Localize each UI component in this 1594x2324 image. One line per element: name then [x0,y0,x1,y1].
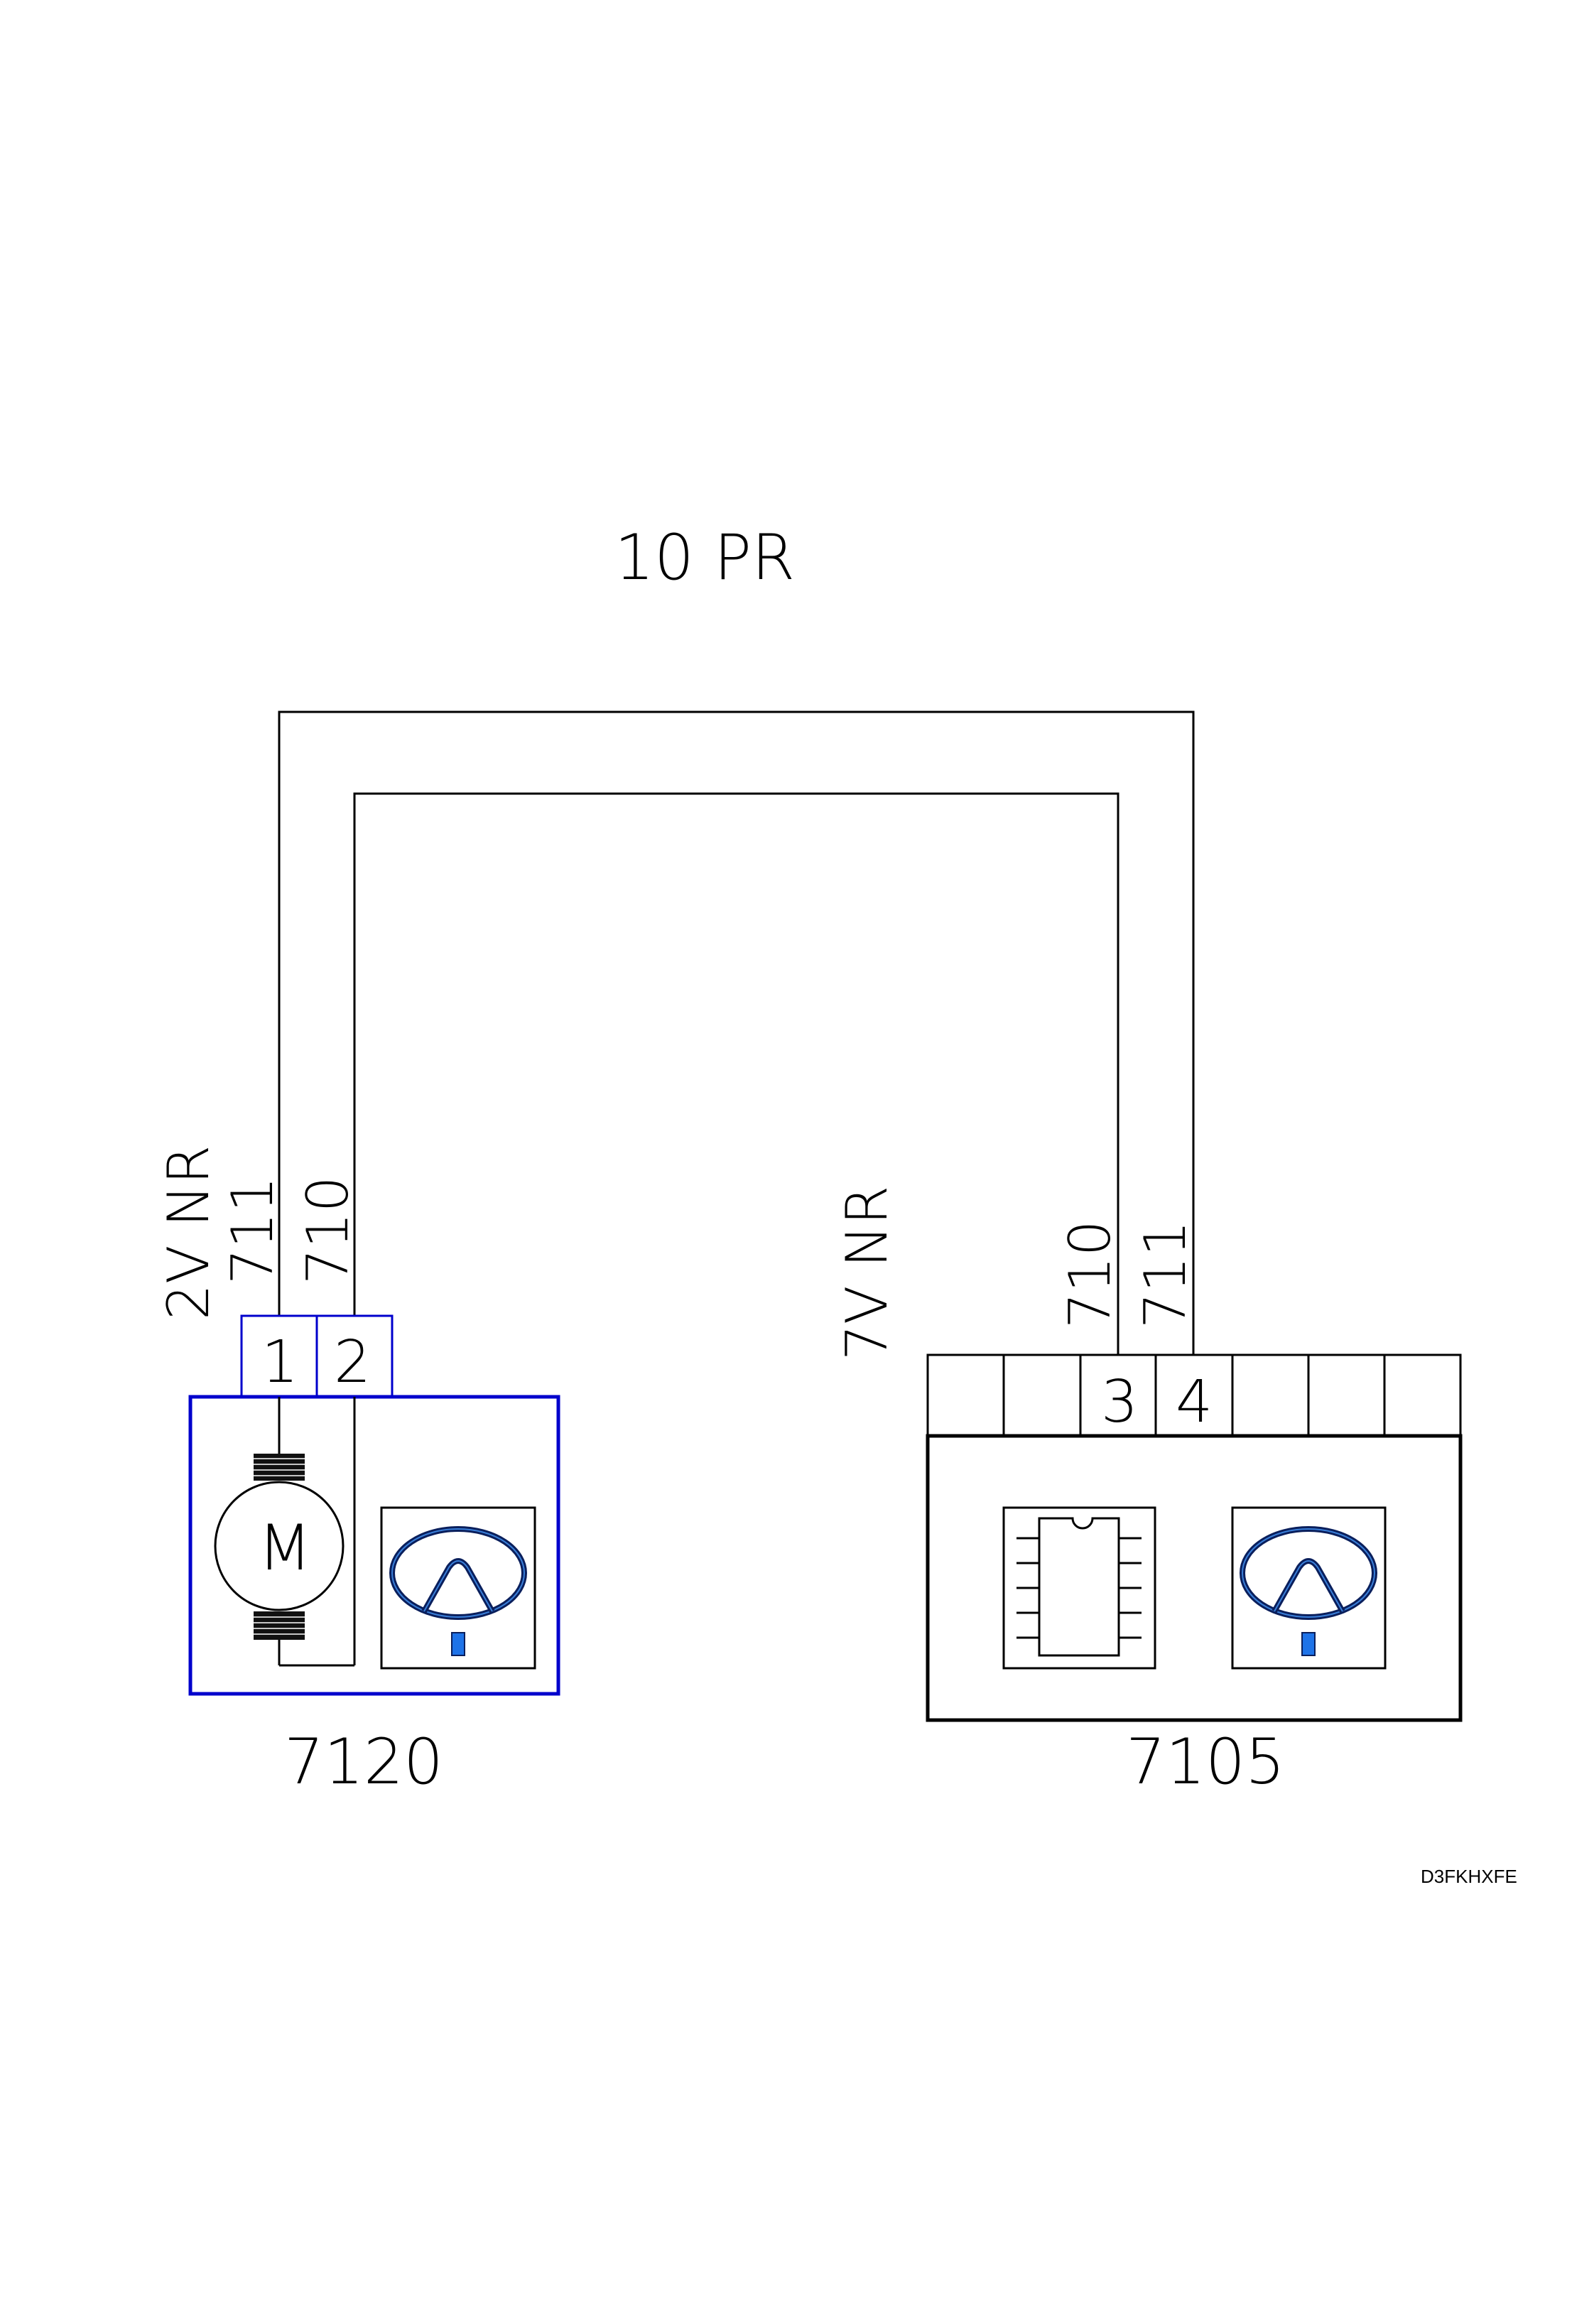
ic-chip-icon [1016,1517,1142,1657]
right-wire-710-label: 710 [1057,1220,1123,1329]
motor-icon [214,1454,345,1640]
left-wire-710-label: 710 [295,1176,361,1285]
left-connector-label: 2V NR [156,1145,222,1320]
wire-711 [278,710,1195,1355]
harness-label: 10 PR [614,521,795,594]
connector-dividers [1002,1355,1386,1436]
component-7120-id: 7120 [284,1725,443,1798]
pin-4-label: 4 [1176,1368,1213,1436]
component-7105-id: 7105 [1126,1725,1285,1798]
component-7120: 1 2 M 7 [188,1314,560,1798]
pin-2-label: 2 [334,1329,371,1396]
lamp-icon-right [1240,1526,1377,1656]
lamp-box-right [1231,1506,1387,1670]
left-wire-711-label: 711 [219,1176,286,1285]
right-connector-label: 7V NR [834,1186,900,1361]
pin-3-label: 3 [1101,1368,1138,1436]
pin-1-label: 1 [261,1329,298,1396]
component-7105: 3 4 [926,1353,1463,1798]
motor-symbol-label: M [258,1511,312,1584]
ic-box [1002,1506,1156,1670]
component-7120-body [188,1395,560,1696]
lamp-box-left [380,1506,536,1670]
wire-710 [353,792,1119,1355]
component-7105-body [926,1434,1463,1722]
reference-code: D3FKHXFE [1421,1866,1517,1887]
lamp-icon-left [389,1526,527,1656]
right-wire-711-label: 711 [1132,1220,1198,1329]
